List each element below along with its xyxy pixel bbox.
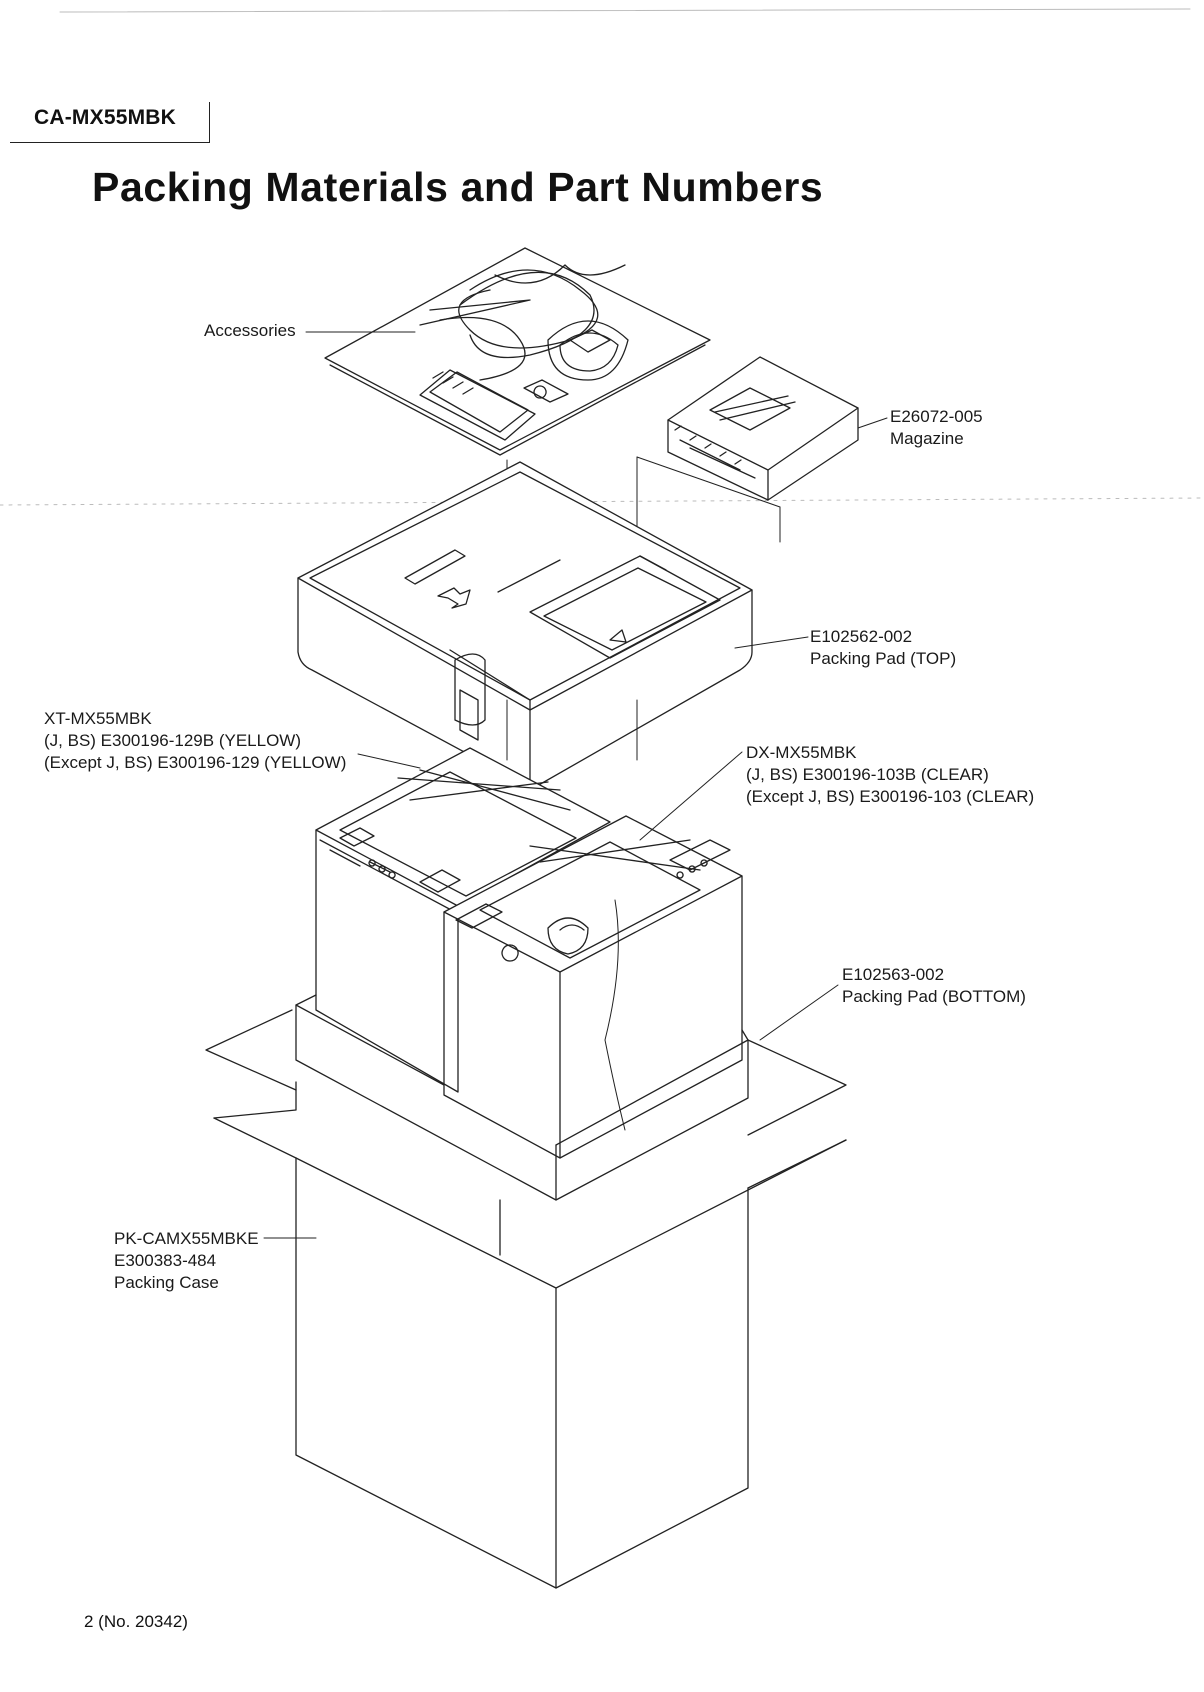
label-pad-top-part-no: E102562-002 xyxy=(810,627,913,646)
label-pad-bottom-part-no: E102563-002 xyxy=(842,965,945,984)
label-dx-model: DX-MX55MBK xyxy=(746,743,857,762)
model-box-divider xyxy=(208,102,210,142)
label-pad-bottom: Packing Pad (BOTTOM) xyxy=(842,987,1026,1006)
dx-unit-drawing xyxy=(443,815,743,1159)
label-dx-line1: (J, BS) E300196-103B (CLEAR) xyxy=(746,765,989,784)
packing-pad-bottom-drawing xyxy=(295,994,749,1201)
page-number: 2 (No. 20342) xyxy=(84,1612,188,1631)
label-pad-top: Packing Pad (TOP) xyxy=(810,649,957,668)
magazine-drawing xyxy=(667,356,859,501)
label-magazine-part-no: E26072-005 xyxy=(890,407,983,426)
label-magazine: Magazine xyxy=(890,429,964,448)
label-case-part-no: E300383-484 xyxy=(114,1251,217,1270)
label-xt-line2: (Except J, BS) E300196-129 (YELLOW) xyxy=(44,753,347,772)
label-case: Packing Case xyxy=(114,1273,219,1292)
label-dx-line2: (Except J, BS) E300196-103 (CLEAR) xyxy=(746,787,1035,806)
scan-rule xyxy=(0,8,1204,506)
accessories-bag-drawing xyxy=(324,247,711,456)
leader-lines xyxy=(263,331,888,1239)
packing-pad-top-drawing xyxy=(297,461,753,791)
label-xt-line1: (J, BS) E300196-129B (YELLOW) xyxy=(44,731,302,750)
label-xt-model: XT-MX55MBK xyxy=(44,709,152,728)
xt-unit-drawing xyxy=(315,747,611,1093)
label-case-model: PK-CAMX55MBKE xyxy=(114,1229,259,1248)
packing-case-drawing xyxy=(205,1009,847,1589)
model-code-box: CA-MX55MBK xyxy=(10,100,210,143)
page-title: Packing Materials and Part Numbers xyxy=(92,164,824,210)
model-code: CA-MX55MBK xyxy=(34,106,177,129)
label-accessories: Accessories xyxy=(204,321,296,340)
